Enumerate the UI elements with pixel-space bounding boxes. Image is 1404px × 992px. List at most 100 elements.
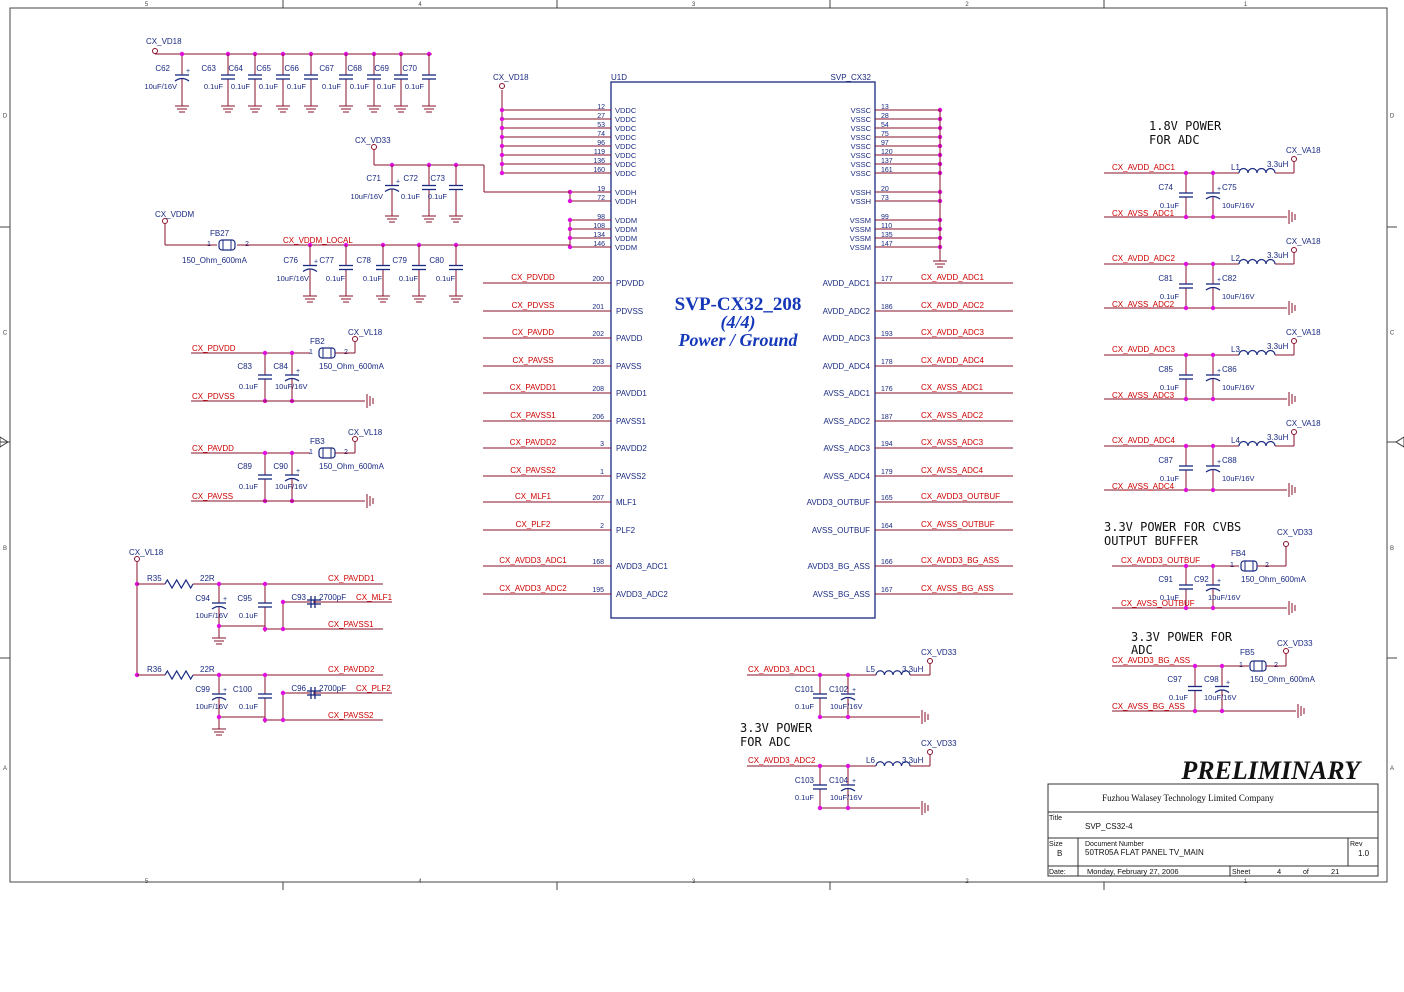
sheet-label: Sheet bbox=[1232, 869, 1250, 876]
capacitor-value: 0.1uF bbox=[326, 274, 346, 283]
net-label: CX_AVDD_ADC1 bbox=[1112, 163, 1176, 172]
junction-dot bbox=[280, 690, 286, 696]
capacitor-value: 10uF/16V bbox=[276, 274, 309, 283]
capacitor-plate bbox=[211, 696, 227, 701]
capacitor-ref: C103 bbox=[795, 776, 815, 785]
capacitor-ref: C66 bbox=[284, 64, 299, 73]
capacitor-value: 0.1uF bbox=[239, 482, 259, 491]
junction-dot bbox=[1210, 563, 1216, 569]
inductor-coil bbox=[1238, 440, 1276, 447]
net-label: CX_PAVSS bbox=[192, 492, 233, 501]
power-label: CX_VD33 bbox=[355, 136, 391, 145]
pin-number: 161 bbox=[881, 167, 893, 174]
capacitor-ref: C73 bbox=[430, 174, 445, 183]
capacitor-polarity: + bbox=[296, 368, 300, 375]
inductor-value: 3.3uH bbox=[1267, 342, 1289, 351]
company-name: Fuzhou Walasey Technology Limited Compan… bbox=[1102, 793, 1274, 803]
capacitor-value: 0.1uF bbox=[239, 702, 259, 711]
inductor-coil bbox=[875, 761, 911, 767]
capacitor-polarity: + bbox=[396, 179, 400, 186]
bead-value: 150_Ohm_600mA bbox=[1250, 675, 1316, 684]
net-label: CX_AVDD3_OUTBUF bbox=[1121, 556, 1200, 565]
pin-number: 75 bbox=[881, 131, 889, 138]
pin-name: VDDM bbox=[615, 216, 637, 225]
capacitor-ref: C95 bbox=[237, 594, 252, 603]
pin-number: 146 bbox=[593, 241, 605, 248]
capacitor-value: 0.1uF bbox=[350, 82, 370, 91]
junction-dot bbox=[817, 763, 823, 769]
pin-name: VSSM bbox=[850, 234, 871, 243]
bead-ref: FB3 bbox=[310, 437, 325, 446]
junction-dot bbox=[216, 714, 222, 720]
pin-number: 3 bbox=[600, 441, 604, 448]
bead-ref: FB4 bbox=[1231, 549, 1246, 558]
capacitor-ref: C74 bbox=[1158, 183, 1173, 192]
capacitor-polarity: + bbox=[296, 468, 300, 475]
pin-name: PAVSS bbox=[616, 362, 642, 371]
net-label: CX_MLF1 bbox=[515, 492, 552, 501]
junction-dot bbox=[1219, 663, 1225, 669]
junction-dot bbox=[845, 763, 851, 769]
resistor-value: 22R bbox=[200, 574, 215, 583]
capacitor-ref: C65 bbox=[256, 64, 271, 73]
section-title: 3.3V POWER FOR bbox=[1131, 630, 1233, 644]
junction-dot bbox=[289, 450, 295, 456]
net-label: CX_AVDD_ADC2 bbox=[1112, 254, 1176, 263]
net-label: CX_AVDD_ADC4 bbox=[921, 356, 985, 365]
capacitor-ref: C94 bbox=[195, 594, 210, 603]
capacitor-polarity: + bbox=[1217, 368, 1221, 375]
junction-dot bbox=[845, 805, 851, 811]
inductor-coil bbox=[875, 670, 911, 676]
junction-dot bbox=[1183, 605, 1189, 611]
capacitor-plate bbox=[1205, 195, 1221, 200]
capacitor-value: 10uF/16V bbox=[1222, 383, 1255, 392]
capacitor-ref: C80 bbox=[429, 256, 444, 265]
net-label: CX_PAVSS1 bbox=[510, 411, 556, 420]
title-label: Title bbox=[1049, 815, 1062, 822]
junction-dot bbox=[817, 672, 823, 678]
capacitor-value: 0.1uF bbox=[1160, 383, 1180, 392]
capacitor-polarity: + bbox=[1217, 186, 1221, 193]
pin-name: VSSM bbox=[850, 243, 871, 252]
power-port bbox=[1283, 648, 1289, 654]
pin-name: VDDC bbox=[615, 160, 637, 169]
frame-row-label: C bbox=[1390, 331, 1395, 337]
junction-dot bbox=[499, 143, 505, 149]
pin-name: AVDD3_OUTBUF bbox=[807, 498, 871, 507]
inductor-ref: L3 bbox=[1231, 345, 1240, 354]
net-label: CX_MLF1 bbox=[356, 593, 393, 602]
section-title: 3.3V POWER bbox=[740, 721, 813, 735]
capacitor-ref: C64 bbox=[228, 64, 243, 73]
power-port bbox=[352, 436, 358, 442]
pin-name: PDVSS bbox=[616, 307, 643, 316]
capacitor-polarity: + bbox=[1217, 459, 1221, 466]
pin-number: 194 bbox=[881, 441, 893, 448]
pin-number: 135 bbox=[881, 232, 893, 239]
junction-dot bbox=[499, 107, 505, 113]
pin-name: VSSH bbox=[851, 188, 871, 197]
pin-number: 164 bbox=[881, 523, 893, 530]
capacitor-value: 0.1uF bbox=[204, 82, 224, 91]
resistor-value: 22R bbox=[200, 665, 215, 674]
pin-number: 187 bbox=[881, 414, 893, 421]
bead-pin: 1 bbox=[309, 349, 313, 356]
frame-col-label: 1 bbox=[1244, 2, 1248, 8]
bead-pin: 1 bbox=[207, 241, 211, 248]
power-port bbox=[927, 658, 933, 664]
capacitor-ref: C76 bbox=[283, 256, 298, 265]
pin-number: 119 bbox=[594, 149, 605, 156]
net-label: CX_VDDM_LOCAL bbox=[283, 236, 353, 245]
junction-dot bbox=[289, 350, 295, 356]
net-label: CX_PAVDD1 bbox=[510, 383, 557, 392]
capacitor-plate bbox=[1205, 377, 1221, 382]
pin-name: VSSM bbox=[850, 225, 871, 234]
junction-dot bbox=[1210, 261, 1216, 267]
junction-dot bbox=[499, 170, 505, 176]
pin-name: PLF2 bbox=[616, 526, 636, 535]
pin-name: PDVDD bbox=[616, 279, 644, 288]
pin-number: 178 bbox=[881, 359, 893, 366]
pin-name: VSSC bbox=[851, 160, 872, 169]
pin-number: 160 bbox=[593, 167, 605, 174]
section-title: ADC bbox=[1131, 643, 1153, 657]
size-label: Size bbox=[1049, 841, 1063, 848]
